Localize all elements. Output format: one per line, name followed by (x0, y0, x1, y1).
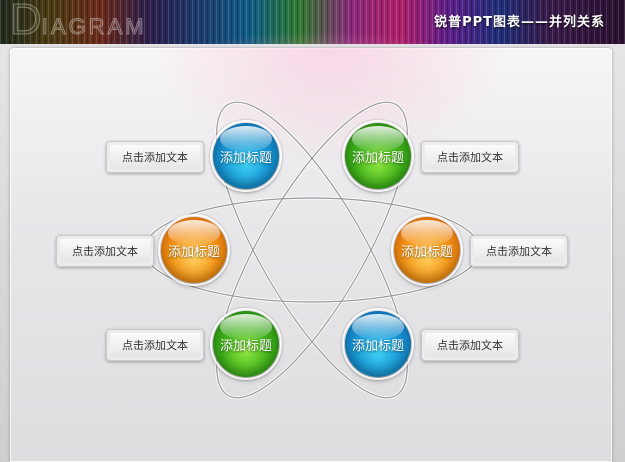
text-box-4-label: 点击添加文本 (486, 245, 552, 258)
text-box-2[interactable]: 点击添加文本 (421, 141, 519, 173)
title-circle-4-label: 添加标题 (400, 244, 453, 260)
text-box-2-label: 点击添加文本 (437, 151, 503, 164)
text-box-6[interactable]: 点击添加文本 (421, 329, 519, 361)
logo-text: IAGRAM (41, 14, 147, 40)
diagram-logo: DIAGRAM (10, 0, 147, 42)
ring-diagonal-a-line (216, 101, 408, 399)
text-box-3[interactable]: 点击添加文本 (56, 235, 154, 267)
text-box-3-label: 点击添加文本 (72, 245, 138, 258)
text-box-1-label: 点击添加文本 (122, 151, 188, 164)
logo-initial: D (10, 0, 43, 44)
text-box-6-label: 点击添加文本 (437, 339, 503, 352)
header-bar: DIAGRAM 锐普PPT图表——并列关系 (0, 0, 625, 44)
ring-diagonal-b-line (216, 101, 408, 399)
title-circle-3[interactable]: 添加标题 (158, 214, 230, 286)
text-box-5-label: 点击添加文本 (122, 339, 188, 352)
title-circle-2[interactable]: 添加标题 (342, 120, 414, 192)
text-box-1[interactable]: 点击添加文本 (106, 141, 204, 173)
title-circle-6[interactable]: 添加标题 (342, 308, 414, 380)
text-box-4[interactable]: 点击添加文本 (470, 235, 568, 267)
title-circle-6-label: 添加标题 (351, 338, 404, 354)
title-circle-2-label: 添加标题 (351, 150, 404, 166)
title-circle-5-label: 添加标题 (219, 338, 272, 354)
title-circle-3-label: 添加标题 (167, 244, 220, 260)
text-box-5[interactable]: 点击添加文本 (106, 329, 204, 361)
page-title: 锐普PPT图表——并列关系 (434, 15, 605, 30)
title-circle-1-label: 添加标题 (219, 150, 272, 166)
title-circle-4[interactable]: 添加标题 (391, 214, 463, 286)
title-circle-5[interactable]: 添加标题 (210, 308, 282, 380)
header-stripes (0, 0, 625, 44)
title-circle-1[interactable]: 添加标题 (210, 120, 282, 192)
